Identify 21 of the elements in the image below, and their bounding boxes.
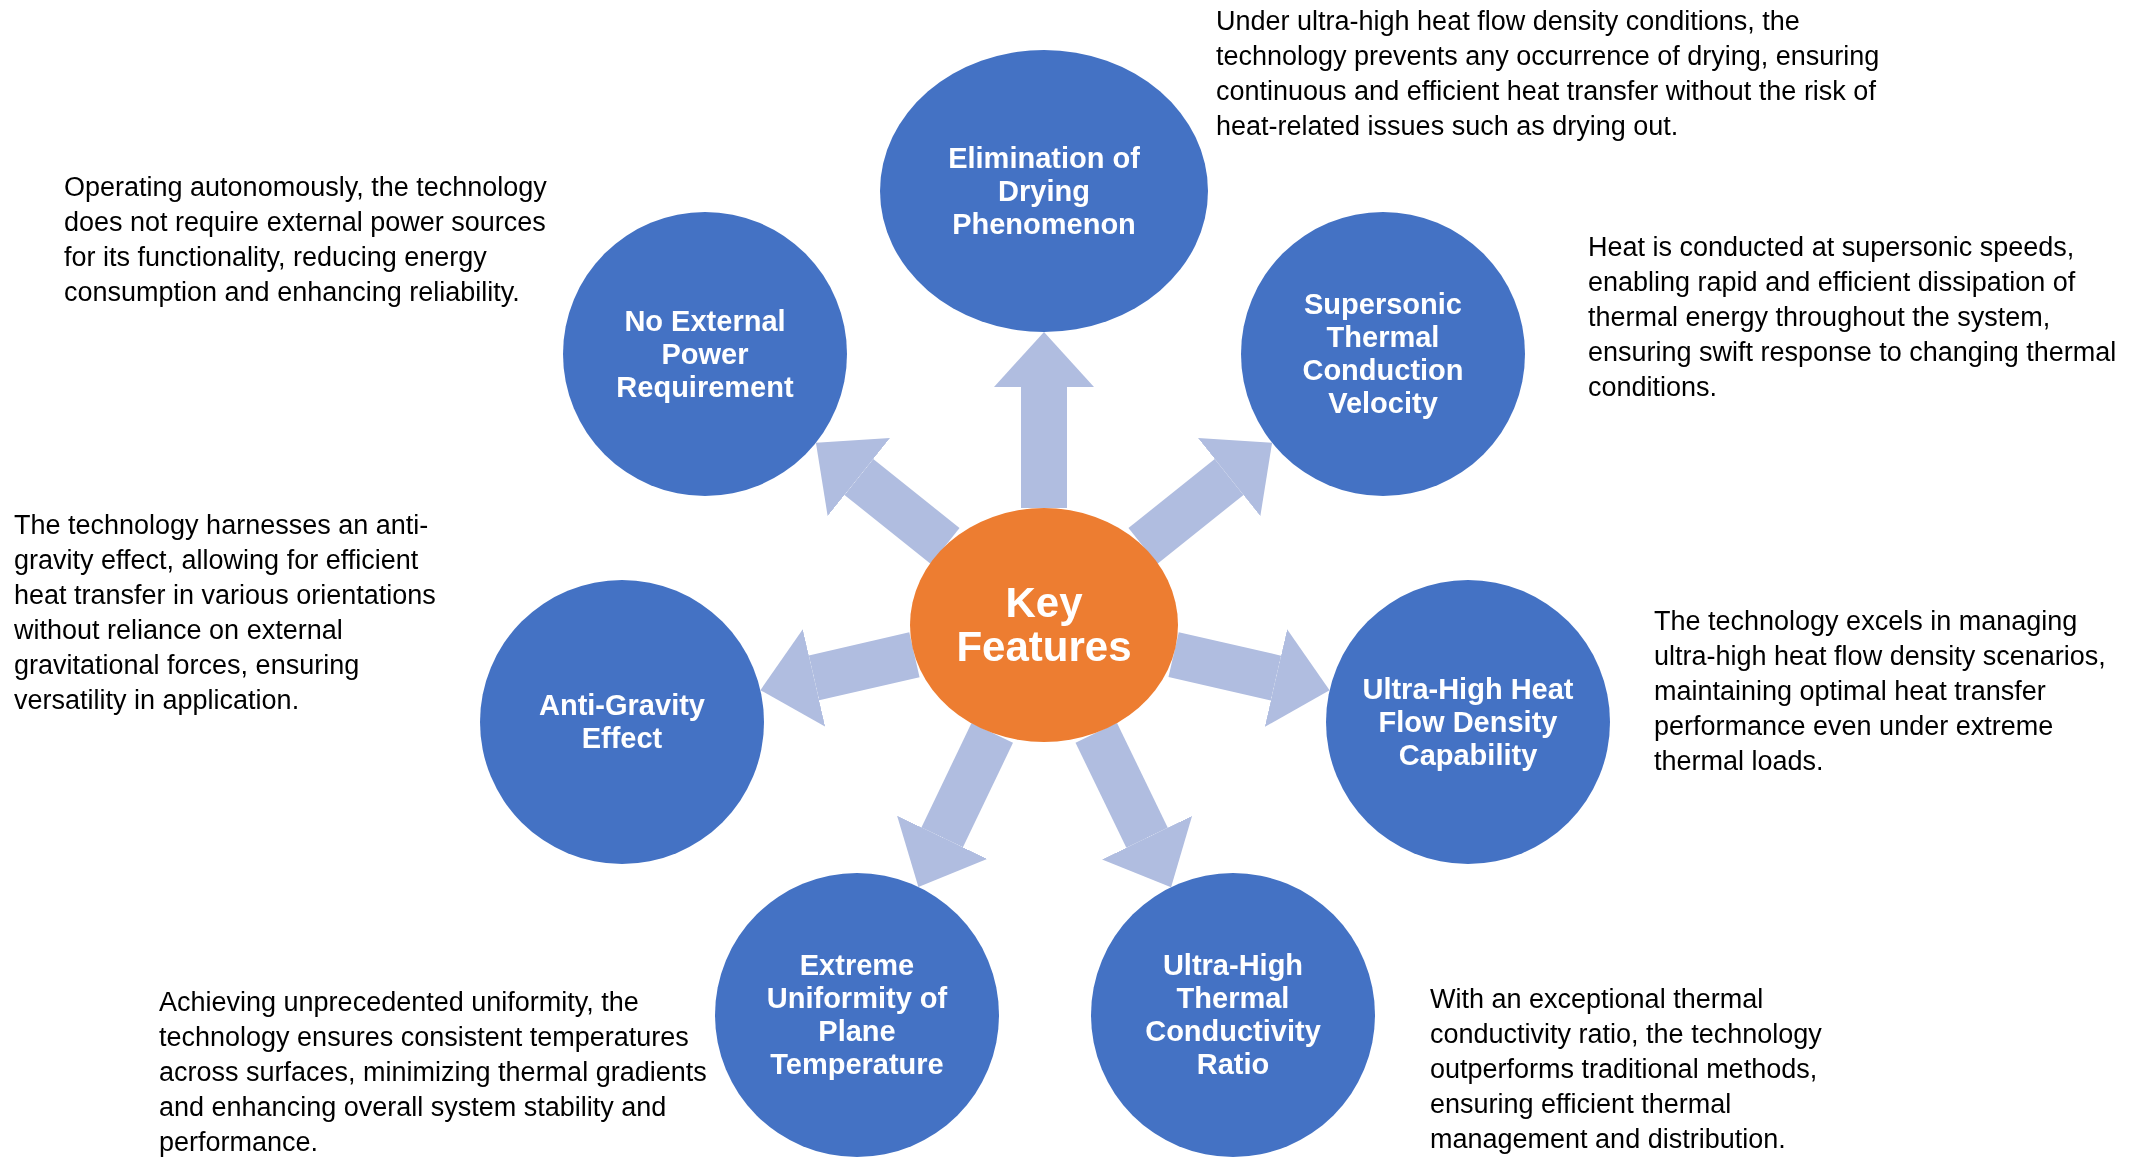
description-text: Under ultra-high heat flow density conditions, the technology prevents any occurrence of drying, ensuring continuous and efficient heat transfer without the risk of heat-related issues such as drying out. <box>1216 5 1881 143</box>
feature-title: Ultra-High Thermal Conductivity Ratio <box>1144 949 1322 1081</box>
description-text: With an exceptional thermal conductivity ratio, the technology outperforms traditional methods, ensuring efficient thermal management and distribution. <box>1430 983 1823 1156</box>
block-arrow <box>1128 437 1273 564</box>
feature-title: Elimination of Drying Phenomenon <box>947 141 1141 241</box>
block-arrow <box>994 332 1094 508</box>
feature-title: Ultra-High Heat Flow Density Capability <box>1361 672 1575 772</box>
feature-title: Extreme Uniformity of Plane Temperature <box>765 949 949 1081</box>
feature-title: No External Power Requirement <box>615 304 795 404</box>
description-text: The technology excels in managing ultra-high heat flow density scenarios, maintaining optimal heat transfer performance even under extreme thermal loads. <box>1654 605 2107 778</box>
block-arrow <box>1168 629 1330 727</box>
block-arrow <box>760 629 920 727</box>
description-text: Operating autonomously, the technology does not require external power sources for its functionality, reducing energy consumption and enhancing reliability. <box>64 171 548 309</box>
feature-title: Supersonic Thermal Conduction Velocity <box>1301 288 1465 420</box>
center-title: Key Features <box>955 581 1133 669</box>
description-text: Heat is conducted at supersonic speeds, enabling rapid and efficient dissipation of thermal energy throughout the system, ensuring swift response to changing thermal conditions. <box>1588 231 2118 404</box>
feature-title: Anti-Gravity Effect <box>538 689 706 755</box>
block-arrow <box>897 723 1013 887</box>
block-arrow <box>1075 722 1193 888</box>
description-text: The technology harnesses an anti-gravity effect, allowing for efficient heat transfer in various orientations without reliance on external gravitational forces, ensuring versatility in application. <box>14 509 437 717</box>
description-text: Achieving unprecedented uniformity, the technology ensures consistent temperatures across surfaces, minimizing thermal gradients and enhancing overall system stability and performance. <box>159 986 708 1157</box>
